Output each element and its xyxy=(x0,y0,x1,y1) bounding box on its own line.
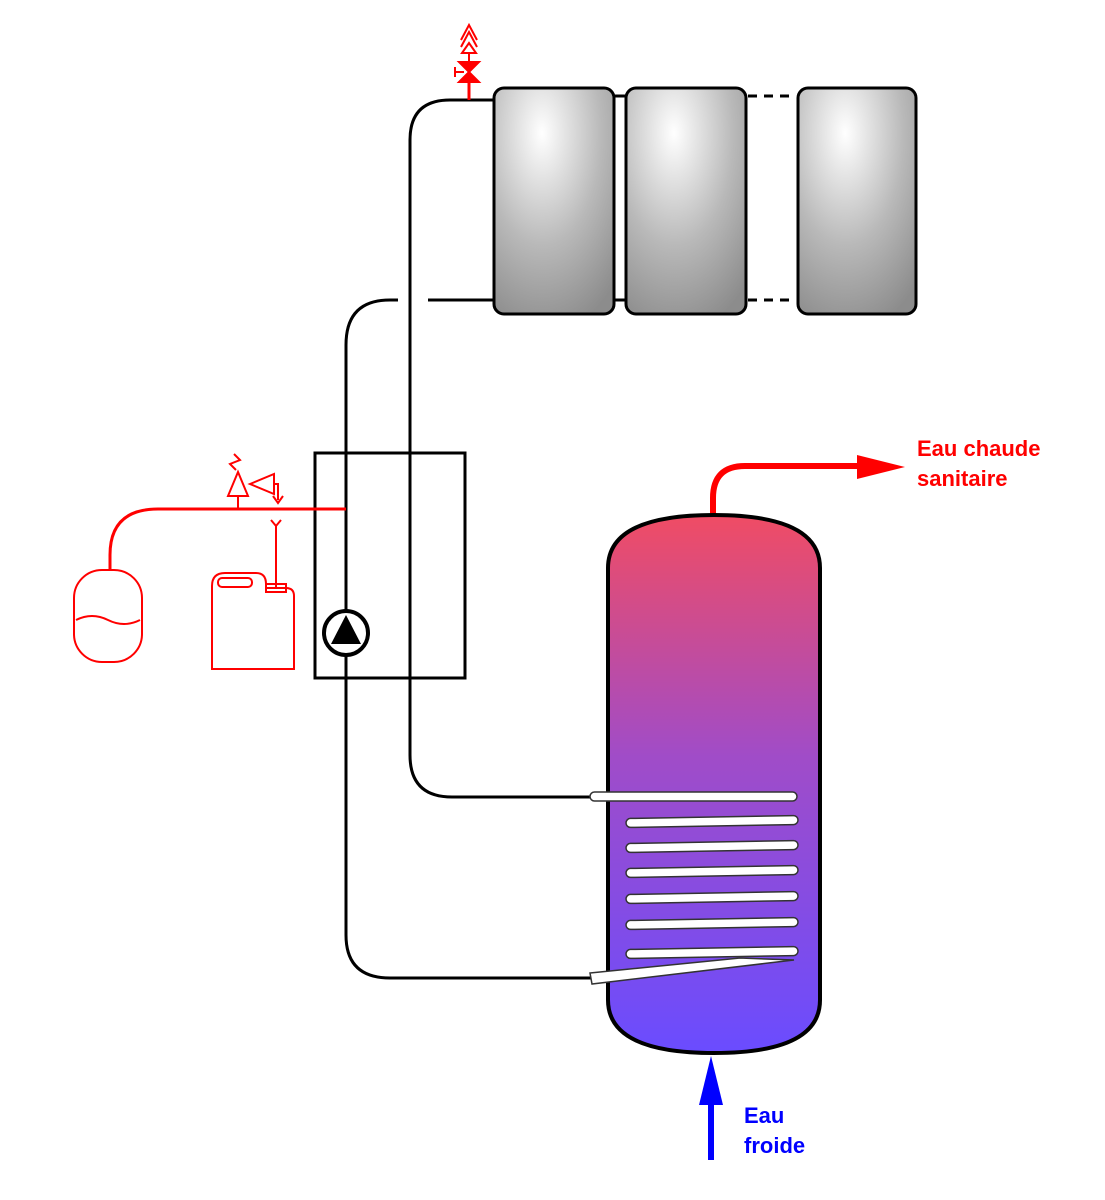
return-pipe xyxy=(344,298,592,980)
cold-water-arrow-icon xyxy=(699,1056,723,1105)
expansion-line xyxy=(108,507,346,570)
solar-collector-panel xyxy=(492,86,616,316)
cold-water-inlet xyxy=(699,1056,723,1160)
hot-water-outlet xyxy=(710,455,905,515)
hot-water-label-line1: Eau chaude xyxy=(917,436,1041,461)
collection-canister-icon xyxy=(211,572,295,670)
solar-collectors xyxy=(492,86,918,316)
hot-water-label: Eau chaude sanitaire xyxy=(917,434,1040,494)
air-vent-icon xyxy=(454,22,482,100)
safety-valve-icon xyxy=(226,453,284,509)
circulation-pump-icon xyxy=(322,609,370,657)
solar-collector-panel xyxy=(624,86,748,316)
hot-water-arrow-icon xyxy=(857,455,905,479)
flow-pipe xyxy=(408,98,592,799)
pump-station-box xyxy=(313,451,467,680)
solar-collector-panel xyxy=(796,86,918,316)
heat-exchanger-coil xyxy=(589,791,799,985)
cold-water-label-line1: Eau xyxy=(744,1103,785,1128)
cold-water-label-line2: froide xyxy=(744,1133,806,1158)
hot-water-label-line2: sanitaire xyxy=(917,466,1008,491)
cold-water-label: Eau froide xyxy=(744,1101,805,1161)
safety-group xyxy=(73,453,346,670)
expansion-vessel-icon xyxy=(73,569,143,663)
